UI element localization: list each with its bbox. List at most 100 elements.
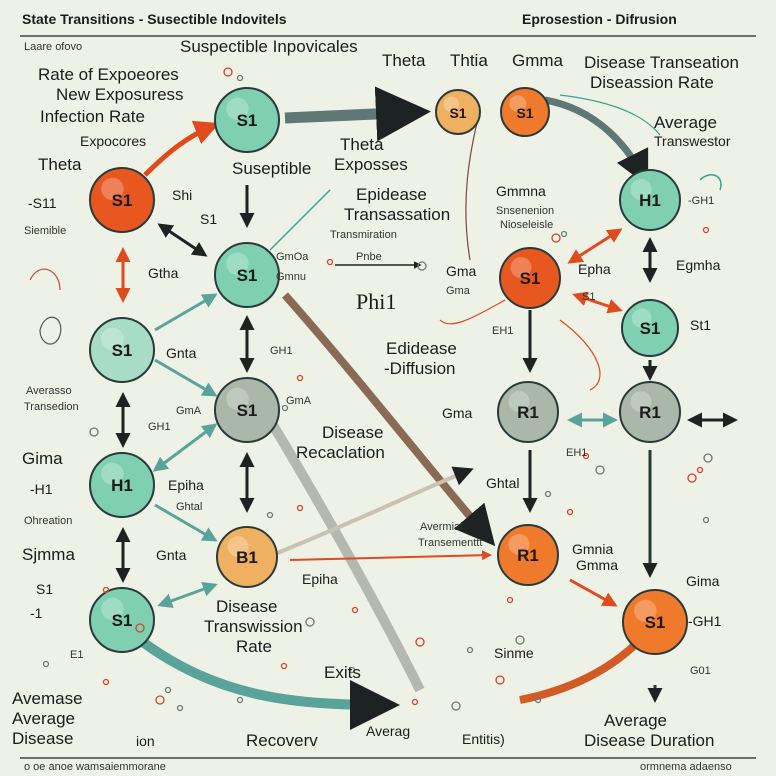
node-circle — [500, 87, 550, 137]
node-label: S1 — [516, 105, 533, 121]
node-label: H1 — [639, 191, 661, 210]
label-transementtt: Transementtt — [418, 537, 483, 549]
annotation-curve-8 — [699, 174, 722, 191]
decorative-dot — [415, 637, 425, 647]
label-gh1-top: -GH1 — [688, 195, 715, 207]
node-circle — [216, 526, 278, 588]
label-s1-low: S1 — [36, 581, 54, 597]
label-gmoa: GmOa — [276, 251, 309, 263]
state-node-n10: S1 — [214, 377, 280, 443]
decorative-dot — [417, 261, 427, 271]
arrow-d-5 — [154, 503, 218, 542]
node-highlight — [443, 96, 460, 113]
state-node-n4: S1 — [500, 87, 550, 137]
decorative-dot — [560, 230, 568, 238]
label-diffusion: -Diffusion — [384, 359, 456, 378]
annotation-curve-7 — [39, 316, 62, 345]
node-circle — [214, 242, 280, 308]
label-gima-r: Gima — [686, 573, 720, 589]
label-st1: St1 — [690, 317, 712, 333]
flow-arrow-cross — [259, 466, 474, 562]
decorative-dot — [326, 258, 334, 266]
label-transedion: Transedion — [24, 401, 79, 413]
decorative-dot — [223, 67, 233, 77]
label-epha: Epha — [578, 261, 611, 277]
decorative-dot — [451, 701, 461, 711]
node-circle — [89, 587, 155, 653]
state-node-n7: S1 — [499, 247, 561, 309]
decorative-dot — [566, 508, 574, 516]
label-avemase: Avemase — [12, 689, 83, 708]
label-phi1: Phi1 — [356, 289, 397, 314]
label-gmnia: Gmnia — [572, 541, 614, 557]
node-circle — [499, 247, 561, 309]
annotation-curve-3 — [559, 94, 661, 136]
label-avermial: Avermial — [420, 521, 463, 533]
decorative-dot — [102, 586, 110, 594]
arrow-d-4 — [152, 423, 218, 472]
arrow-d-1 — [157, 223, 208, 257]
label-average-mid: Averag — [366, 723, 411, 739]
label-rate: Rate — [236, 637, 272, 656]
label-gnma: Gma — [446, 285, 470, 297]
arrow-d-6 — [157, 582, 218, 608]
decorative-dot — [696, 466, 704, 474]
decorative-dot — [702, 516, 710, 524]
label-epiha: Epiha — [168, 477, 204, 493]
state-node-n17: S1 — [622, 589, 688, 655]
node-label: R1 — [639, 403, 661, 422]
node-label: R1 — [517, 546, 539, 565]
label-s1-small: S1 — [200, 211, 218, 227]
label-dis-trans: Disease — [216, 597, 278, 616]
label-sigmma: Sjmma — [22, 545, 75, 564]
label-gnma-right: Gmma — [576, 557, 618, 573]
node-highlight — [508, 391, 530, 412]
state-node-n2: S1 — [214, 87, 280, 153]
label-gmma-top: Gmma — [512, 51, 563, 70]
label-averasso: Averasso — [26, 385, 72, 397]
node-highlight — [101, 462, 124, 485]
node-label: S1 — [520, 269, 541, 288]
decorative-dot — [305, 617, 315, 627]
label-gtha: Gtha — [148, 265, 179, 281]
flow-arrow-orange-top — [143, 120, 220, 177]
label-ghtal: Ghtal — [176, 501, 203, 513]
node-highlight — [226, 97, 249, 121]
label-gmnu: Gmnu — [276, 271, 306, 283]
decorative-dot — [544, 490, 552, 498]
decorative-dot — [155, 695, 165, 705]
node-highlight — [634, 599, 657, 622]
arrow-d-11 — [569, 578, 618, 607]
label-eh1-b: EH1 — [566, 447, 588, 459]
decorative-dot — [595, 465, 605, 475]
header-sub-left: Laare ofovo — [24, 41, 83, 53]
node-highlight — [101, 177, 124, 200]
node-highlight — [631, 308, 652, 329]
node-highlight — [508, 534, 530, 555]
label-gnm-center: GmA — [286, 395, 312, 407]
node-circle — [435, 89, 481, 135]
label-gima-left: Gima — [22, 449, 63, 468]
label-disease: Disease — [322, 423, 384, 442]
header-title-right: Eprosestion - Difrusion — [522, 11, 677, 27]
label-recaclation: Recaclation — [296, 443, 385, 462]
header-subtitle: Suspectible Inpovicales — [180, 37, 358, 56]
state-node-n8: S1 — [621, 299, 679, 357]
node-circle — [89, 317, 155, 383]
label-gh1-left: GH1 — [148, 421, 171, 433]
decorative-dot — [506, 596, 514, 604]
state-node-n15: R1 — [497, 524, 559, 586]
label-siemible: Siemible — [24, 225, 67, 237]
node-circle — [89, 452, 155, 518]
decorative-dot — [296, 504, 304, 512]
decorative-dot — [466, 646, 474, 654]
node-highlight — [226, 387, 249, 410]
label-gnta-low: Gnta — [156, 547, 187, 563]
decorative-dot — [89, 427, 99, 437]
label-diseassion-rate: Diseassion Rate — [590, 73, 714, 92]
decorative-dot — [582, 452, 590, 460]
node-highlight — [510, 257, 532, 278]
label-disease-low: Disease — [12, 729, 74, 748]
state-node-n9: S1 — [89, 317, 155, 383]
label-disease-transation: Disease Transeation — [584, 53, 739, 72]
